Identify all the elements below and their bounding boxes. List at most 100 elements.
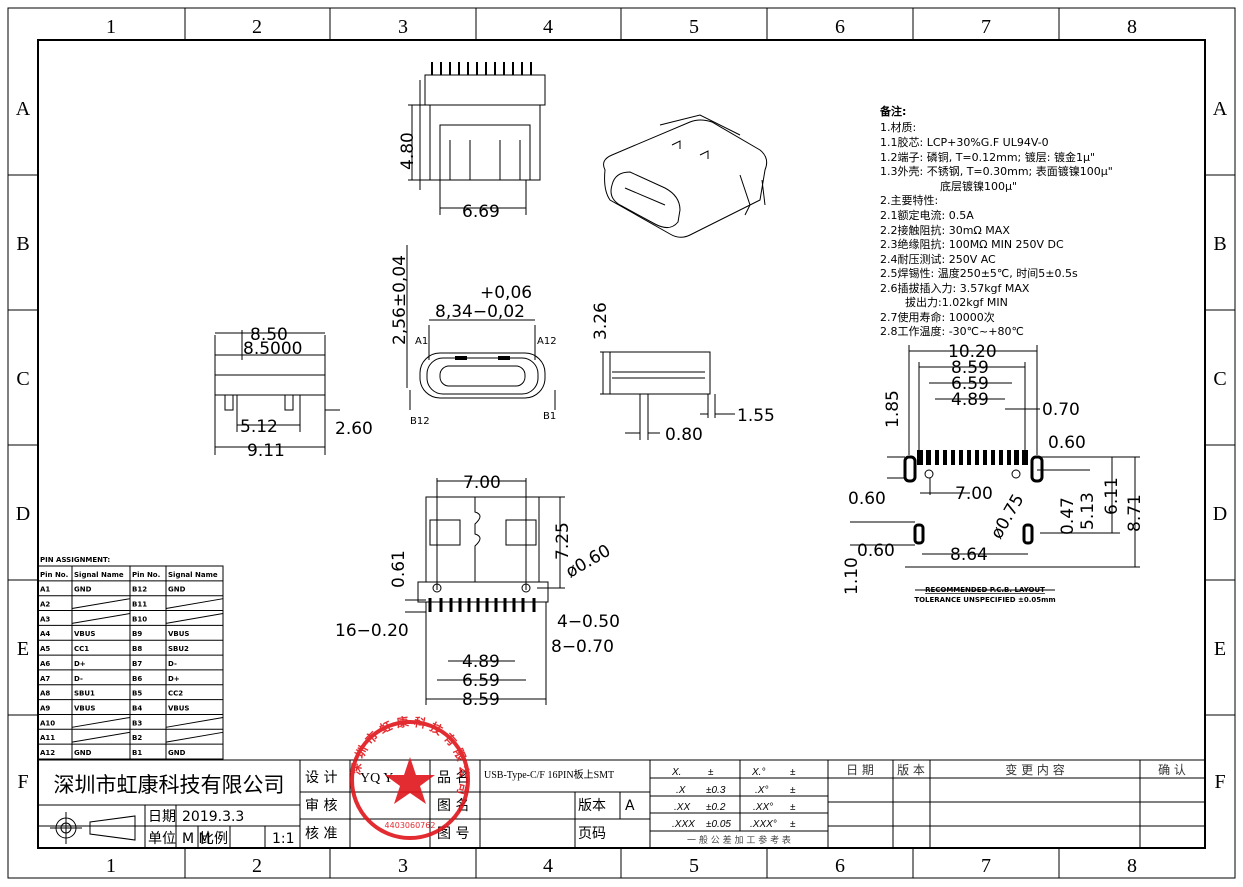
review-label: 审 核 [305,798,337,814]
pin-table-cell: A6 [40,660,50,668]
pin-table-cell: SBU2 [168,645,189,653]
dimension-label: 1.55 [737,406,775,426]
dimension-label: 7.00 [955,484,993,504]
pin-table-cell: B12 [132,586,147,594]
empty-cell-slash [165,731,224,743]
unit-label: 单位 [148,831,176,847]
dimension-label: 8.59 [951,358,989,378]
pin-table-cell: VBUS [74,704,95,712]
dimension-label: 5.12 [240,417,278,437]
revision-header: 变 更 内 容 [1005,762,1064,777]
pin-table-cell: GND [168,749,186,757]
dimension-label: 16−0.20 [335,621,409,641]
dimension-label: 0.61 [389,550,409,588]
pin-table-cell: A10 [40,719,55,727]
row-label: C [1213,368,1226,390]
pin-table-cell: D- [168,660,177,668]
pin-table-cell: B9 [132,630,142,638]
pin-table-cell: A5 [40,645,50,653]
tolerance-cell: ± [708,767,714,778]
revision-header: 确 认 [1158,763,1186,777]
pin-table-cell: A7 [40,675,50,683]
pin-table-cell: B1 [132,749,142,757]
column-label: 7 [981,16,991,38]
pin-table-cell: B7 [132,660,142,668]
column-label: 6 [835,16,845,38]
left-view: 8.50 8.5000 5.12 2.60 9.11 [214,325,373,461]
note-line: 1.3外壳: 不锈钢, T=0.30mm; 表面镀镍100μ" [880,164,1113,178]
pin-table-cell: CC2 [168,690,183,698]
notes: 备注: 1.材质: 1.1胶芯: LCP+30%G.F UL94V-0 1.2端… [879,104,1113,338]
design-label: 设 计 [305,770,337,786]
pin-table-cell: A1 [40,586,50,594]
tolerance-cell: .XX [674,802,690,813]
title-block: 深圳市虹康科技有限公司 日期 2019.3.3 单位 M M 比例 1:1 设 … [38,759,1205,848]
grid-dividers [8,8,1235,878]
pin-label: B1 [543,411,556,422]
row-label: F [17,771,28,793]
tolerance-cell: X.° [751,767,765,778]
pin-table-cell: D+ [74,660,86,668]
dimension-label: 8.71 [1125,494,1145,532]
dimension-label: 3.26 [591,302,611,340]
pin-table-cell: VBUS [168,704,189,712]
pin-table-cell: B6 [132,675,142,683]
dimension-label: 0.60 [1048,433,1086,453]
pin-table-cell: VBUS [74,630,95,638]
tolerance-cell: ± [790,819,796,830]
pin-table-cell: A8 [40,690,50,698]
scale-value: 1:1 [272,831,295,847]
pin-table-cell: A4 [40,630,50,638]
dimension-label: 6.59 [951,374,989,394]
empty-cell-slash [165,716,224,728]
version-label: 版本 [578,798,606,814]
tolerance-cell: ± [790,767,796,778]
pin-table-header: Signal Name [168,571,218,579]
product-label: 品 名 [437,770,469,786]
row-label: C [16,368,29,390]
star-icon [385,757,435,804]
dimension-label: 8.64 [950,545,988,565]
tolerance-cell: .XXX [672,819,695,830]
column-labels-top: 1 2 3 4 5 6 7 8 [106,16,1137,38]
drawing-number-label: 图 号 [437,826,469,842]
row-label: A [1213,98,1228,120]
column-label: 5 [689,16,699,38]
tolerance-cell: .X [676,785,686,796]
column-labels-bottom: 1 2 3 4 5 6 7 8 [106,855,1137,877]
pin-table-cell: SBU1 [74,690,95,698]
row-labels: A B C D E F A B C D E F [16,98,1228,793]
pin-table-header: Pin No. [132,571,160,579]
pin-table-cell: B11 [132,601,147,609]
dimension-label: 9.11 [247,441,285,461]
pin-table-cell: GND [74,586,92,594]
note-line: 底层镀镍100μ" [940,179,1017,193]
dimension-label: 0.70 [1042,400,1080,420]
pcb-layout-title: RECOMMENDED P.C.B. LAYOUT [925,586,1045,594]
date-label: 日期 [148,809,176,825]
note-line: 2.2接触阻抗: 30mΩ MAX [880,223,1010,237]
dimension-label: 0.60 [857,541,895,561]
dimension-label: 7.25 [553,522,573,560]
approve-label: 核 准 [305,826,337,842]
pin-table-cell: B3 [132,719,142,727]
page-label: 页码 [578,826,606,842]
dimension-label: 8.59 [462,690,500,710]
column-label: 6 [835,855,845,877]
dimension-label: 7.00 [463,473,501,493]
pin-table-cell: VBUS [168,630,189,638]
note-line: 拔出力:1.02kgf MIN [905,295,1008,309]
note-line: 2.1额定电流: 0.5A [880,208,974,222]
scale-label: 比例 [200,831,228,847]
note-line: 1.材质: [880,120,916,134]
empty-cell-slash [71,613,131,624]
pin-table-header: Pin No. [40,571,68,579]
row-label: E [17,638,29,660]
tolerance-cell: ± [790,802,796,813]
note-line: 2.7使用寿命: 10000次 [880,310,995,324]
dimension-label: 1.85 [883,390,903,428]
revision-header: 版 本 [897,763,925,777]
pin-table-cell: A9 [40,704,50,712]
row-label: A [16,98,31,120]
